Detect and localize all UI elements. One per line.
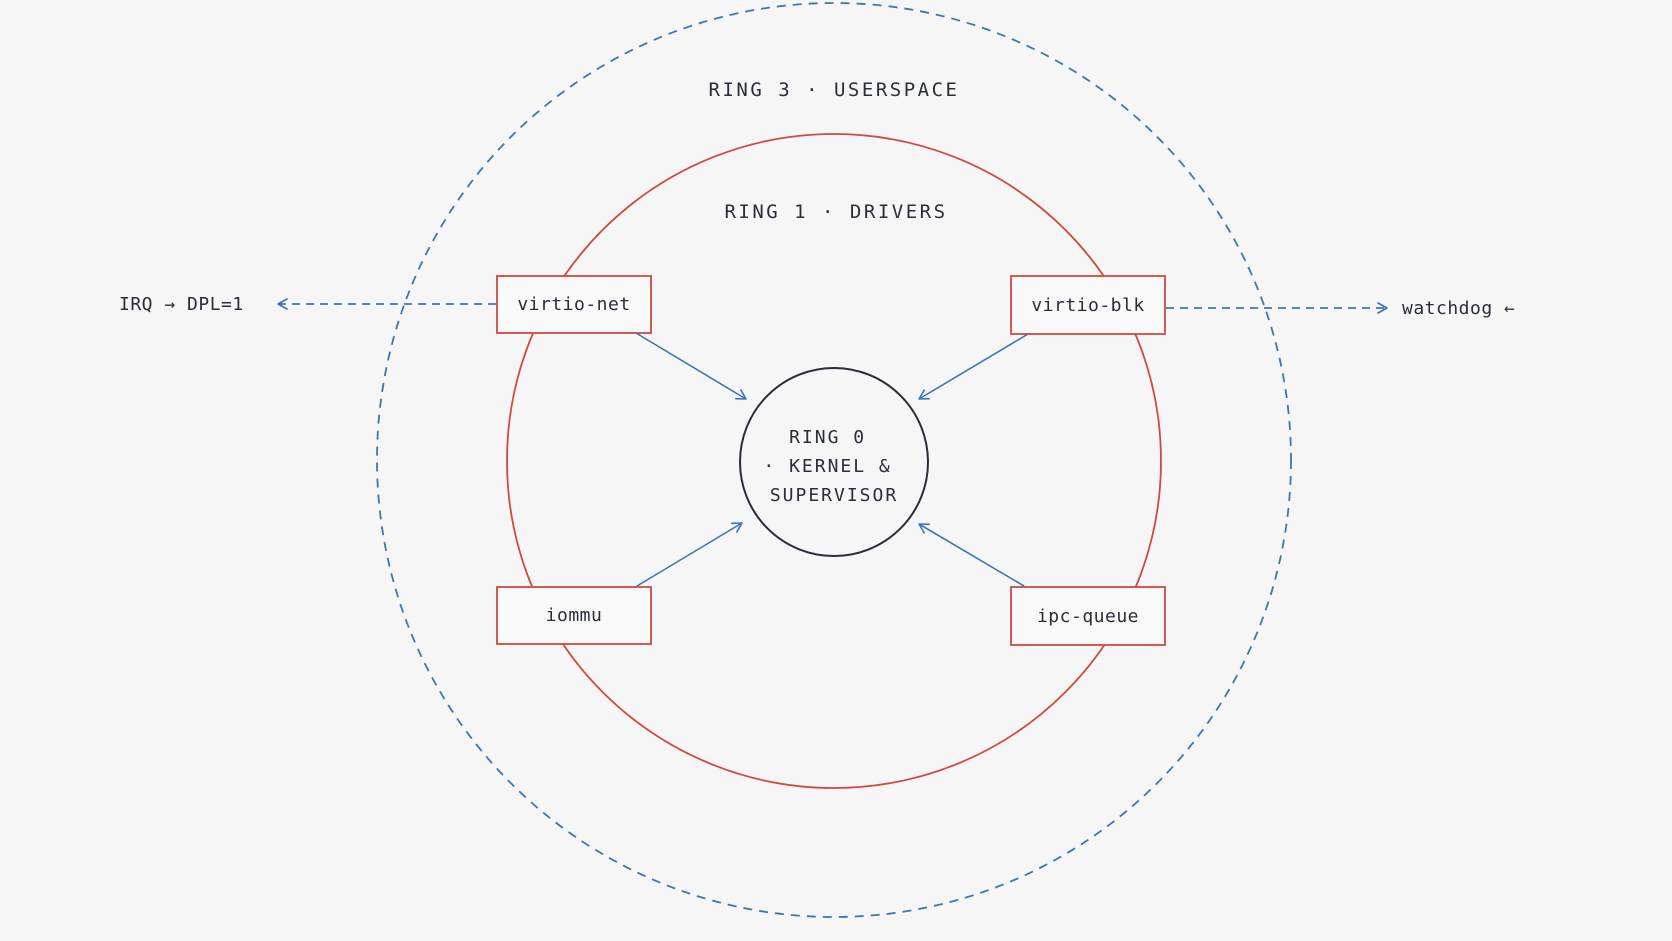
- node-virtio-blk-label: virtio-blk: [1031, 295, 1144, 316]
- edge-iommu-to-ring0: [636, 522, 743, 587]
- node-virtio-blk: virtio-blk: [1010, 275, 1166, 335]
- ring1-label: RING 1 · DRIVERS: [724, 201, 947, 223]
- node-ipc-queue-label: ipc-queue: [1037, 606, 1139, 627]
- ring0-label-line-3: SUPERVISOR: [770, 485, 898, 506]
- node-ipc-queue: ipc-queue: [1010, 586, 1166, 646]
- edge-ipc-queue-to-ring0: [918, 523, 1025, 587]
- ring0-label-line-2: · KERNEL &: [763, 456, 891, 477]
- ring0-label: RING 0 · KERNEL & SUPERVISOR: [763, 427, 904, 506]
- ring3-label: RING 3 · USERSPACE: [709, 79, 960, 101]
- irq-label: IRQ → DPL=1: [119, 294, 244, 315]
- ring3-boundary: [376, 2, 1292, 918]
- ring0-boundary: [739, 367, 929, 557]
- node-iommu: iommu: [496, 586, 652, 645]
- node-virtio-net: virtio-net: [496, 275, 652, 334]
- node-virtio-net-label: virtio-net: [517, 294, 630, 315]
- watchdog-label: watchdog ←: [1402, 298, 1515, 319]
- edge-virtio-blk-to-ring0: [918, 333, 1029, 400]
- node-iommu-label: iommu: [546, 605, 603, 626]
- ring1-boundary: [506, 133, 1162, 789]
- edge-virtio-net-to-ring0: [635, 332, 747, 400]
- ring0-label-line-1: RING 0: [789, 427, 866, 448]
